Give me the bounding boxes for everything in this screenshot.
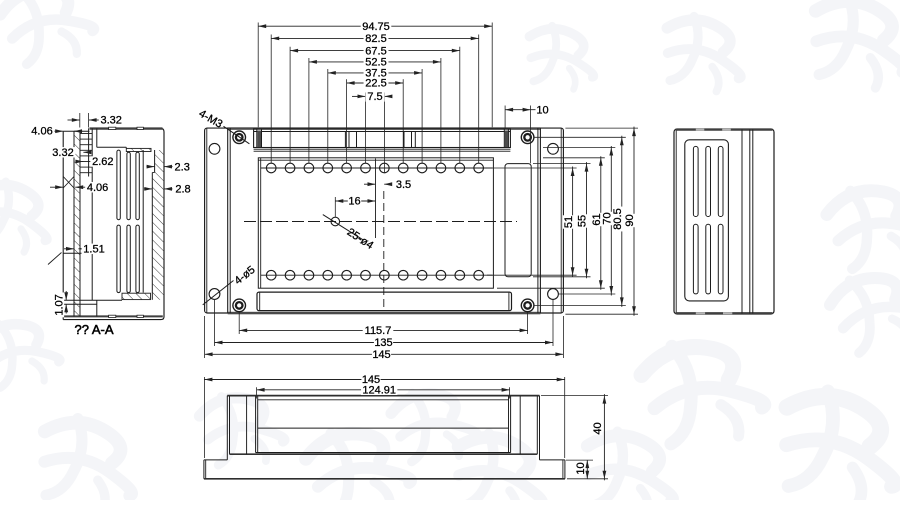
svg-text:3.32: 3.32 — [52, 147, 73, 159]
svg-text:7.5: 7.5 — [367, 91, 382, 103]
svg-text:55: 55 — [577, 215, 589, 227]
svg-text:2.8: 2.8 — [175, 184, 190, 196]
svg-text:80.5: 80.5 — [612, 208, 624, 229]
svg-text:37.5: 37.5 — [365, 68, 386, 80]
svg-text:90: 90 — [624, 214, 636, 226]
svg-text:1.07: 1.07 — [54, 294, 66, 315]
svg-text:40: 40 — [592, 422, 604, 434]
svg-text:115.7: 115.7 — [365, 325, 392, 337]
svg-text:4.06: 4.06 — [87, 182, 108, 194]
svg-text:145: 145 — [372, 349, 390, 361]
svg-text:2.62: 2.62 — [92, 156, 113, 168]
svg-text:3.5: 3.5 — [396, 179, 411, 191]
svg-text:51: 51 — [563, 216, 575, 228]
svg-text:94.75: 94.75 — [362, 21, 390, 33]
svg-text:67.5: 67.5 — [365, 45, 386, 57]
svg-text:135: 135 — [374, 337, 392, 349]
svg-text:1.51: 1.51 — [83, 244, 104, 256]
svg-text:10: 10 — [536, 104, 548, 116]
svg-text:16: 16 — [348, 196, 360, 208]
svg-text:22.5: 22.5 — [365, 78, 386, 90]
svg-text:?? A-A: ?? A-A — [74, 322, 113, 337]
svg-text:52.5: 52.5 — [365, 57, 386, 69]
svg-text:2.3: 2.3 — [175, 161, 190, 173]
svg-text:10: 10 — [575, 462, 587, 474]
svg-text:4.06: 4.06 — [31, 126, 52, 138]
svg-text:124.91: 124.91 — [362, 385, 396, 397]
svg-text:61: 61 — [591, 213, 603, 225]
svg-text:145: 145 — [362, 374, 380, 386]
svg-text:3.32: 3.32 — [100, 115, 121, 127]
svg-text:82.5: 82.5 — [365, 33, 386, 45]
svg-text:70: 70 — [602, 212, 614, 224]
